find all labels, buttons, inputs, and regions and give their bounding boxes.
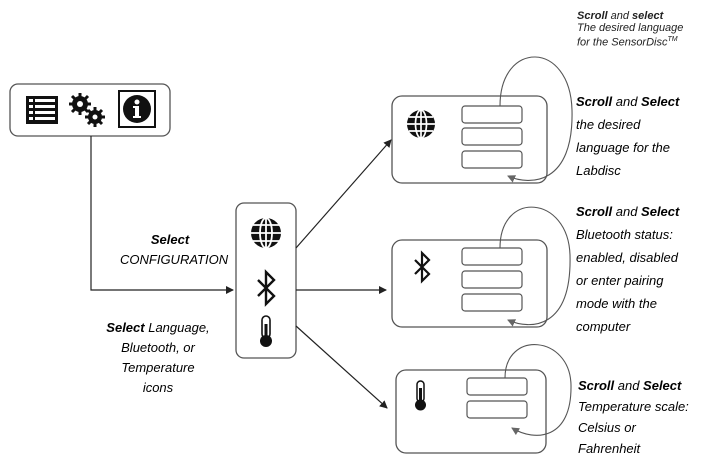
scroll-loop [499,206,571,327]
globe-icon [407,109,435,139]
config-connector [90,136,234,294]
bt-line6: computer [576,319,631,334]
scroll-loop [499,56,573,183]
note-line2: The desired language [577,22,684,34]
temp-select: Select [643,378,682,393]
temperature-option-slot[interactable] [466,400,528,419]
bluetooth-box [391,206,571,328]
lang-scroll: Scroll [576,94,613,109]
arrow-to-temperature [295,325,388,409]
arrow-to-language [295,139,392,249]
thermometer-icon[interactable] [260,315,272,347]
temperature-box [395,344,572,454]
note-and: and [607,10,633,22]
note-select: select [632,10,664,22]
config-icon-box [235,202,297,359]
language-box [391,56,573,184]
select-icons-text4: icons [142,380,174,395]
scroll-loop [504,344,572,436]
lang-line4: Labdisc [576,163,621,178]
select-icons-label: Select Language, Bluetooth, or Temperatu… [88,318,228,398]
note-scroll: Scroll [577,10,608,22]
select-icons-text3: Temperature [121,360,195,375]
temperature-note: Scroll and Select Temperature scale: Cel… [578,375,706,459]
lang-line3: language for the [576,140,670,155]
globe-icon[interactable] [251,217,281,249]
temperature-option-slot[interactable] [466,377,528,396]
bluetooth-option-slot[interactable] [461,247,523,266]
select-icons-text1: Language, [144,320,210,335]
bt-and: and [612,204,642,219]
select-icons-text2: Bluetooth, or [121,340,195,355]
list-icon[interactable] [26,96,58,124]
bluetooth-icon[interactable] [257,269,276,307]
bt-select: Select [641,204,680,219]
language-option-slot[interactable] [461,150,523,169]
bt-line5: mode with the [576,296,657,311]
language-option-slot[interactable] [461,105,523,124]
lang-select: Select [641,94,680,109]
select-icons-bold: Select [106,320,145,335]
info-icon[interactable] [118,90,156,128]
temp-line2: Temperature scale: [578,399,689,414]
sensordisc-note: Scroll and select The desired language f… [577,10,707,49]
temp-line4: Fahrenheit [578,441,641,456]
bluetooth-option-slot[interactable] [461,293,523,312]
temp-and: and [614,378,644,393]
main-menu-box [9,83,171,137]
bt-line4: or enter pairing [576,273,664,288]
language-note: Scroll and Select the desired language f… [576,90,706,182]
bluetooth-icon [414,250,431,284]
thermometer-icon [415,380,426,411]
bt-line2: Bluetooth status: [576,227,673,242]
select-config-bold: Select [150,232,190,247]
temp-scroll: Scroll [578,378,615,393]
lang-and: and [612,94,642,109]
language-option-slot[interactable] [461,127,523,146]
note-line3: for the SensorDisc [577,36,668,49]
bluetooth-option-slot[interactable] [461,270,523,289]
bt-scroll: Scroll [576,204,613,219]
lang-line2: the desired [576,117,641,132]
select-config-text: CONFIGURATION [120,252,229,267]
gears-icon[interactable] [69,93,105,127]
select-config-label: Select CONFIGURATION [120,230,229,270]
bluetooth-note: Scroll and Select Bluetooth status: enab… [576,200,706,338]
temp-line3: Celsius or [578,420,636,435]
bt-line3: enabled, disabled [576,250,678,265]
trademark-mark: TM [667,36,678,43]
